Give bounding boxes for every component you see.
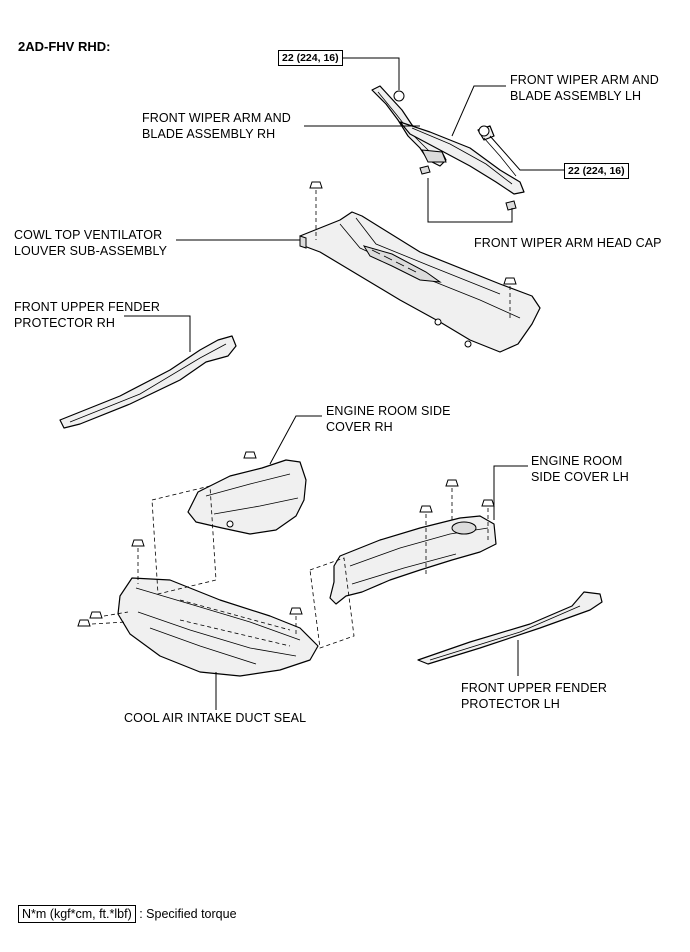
label-engine-cover-rh: ENGINE ROOM SIDE COVER RH xyxy=(326,404,451,434)
engine-cover-lh-drawing xyxy=(329,479,497,605)
label-head-cap: FRONT WIPER ARM HEAD CAP xyxy=(474,236,662,250)
label-fender-protector-lh: FRONT UPPER FENDER PROTECTOR LH xyxy=(461,681,608,711)
label-cowl-louver: COWL TOP VENTILATOR LOUVER SUB-ASSEMBLY xyxy=(14,228,168,258)
label-engine-cover-lh: ENGINE ROOM SIDE COVER LH xyxy=(531,454,629,484)
engine-cover-rh-drawing xyxy=(187,451,307,535)
cowl-louver-drawing xyxy=(299,211,541,353)
leader-engine-rh xyxy=(269,415,322,465)
head-cap-lh xyxy=(505,200,517,211)
head-cap-rh xyxy=(419,165,431,175)
leader-torque-right xyxy=(489,135,566,171)
fender-protector-rh-drawing xyxy=(59,335,237,429)
label-duct-seal: COOL AIR INTAKE DUCT SEAL xyxy=(124,711,307,725)
torque-spec-upper: 22 (224, 16) xyxy=(278,50,343,66)
engine-variant-heading: 2AD-FHV RHD: xyxy=(18,39,111,54)
leader-engine-lh xyxy=(493,465,528,520)
fender-protector-lh-drawing xyxy=(417,591,603,665)
legend-text: : Specified torque xyxy=(139,907,237,921)
leader-head-cap xyxy=(427,178,513,223)
cowl-bolts xyxy=(309,181,517,318)
relation-lines-lh xyxy=(309,557,355,649)
duct-seal-drawing xyxy=(77,539,319,677)
wiper-arm-lh-drawing xyxy=(399,121,525,195)
legend-unit-box: N*m (kgf*cm, ft.*lbf) xyxy=(18,905,136,923)
leader-torque-upper xyxy=(340,57,400,90)
label-fender-protector-rh: FRONT UPPER FENDER PROTECTOR RH xyxy=(14,300,161,330)
leader-fender-rh xyxy=(124,315,191,352)
torque-legend: N*m (kgf*cm, ft.*lbf) : Specified torque xyxy=(18,905,237,923)
label-wiper-rh: FRONT WIPER ARM AND BLADE ASSEMBLY RH xyxy=(142,111,291,141)
label-wiper-lh: FRONT WIPER ARM AND BLADE ASSEMBLY LH xyxy=(510,73,659,103)
leader-wiper-lh xyxy=(451,85,506,137)
wiper-nuts xyxy=(393,90,490,137)
torque-spec-right: 22 (224, 16) xyxy=(564,163,629,179)
